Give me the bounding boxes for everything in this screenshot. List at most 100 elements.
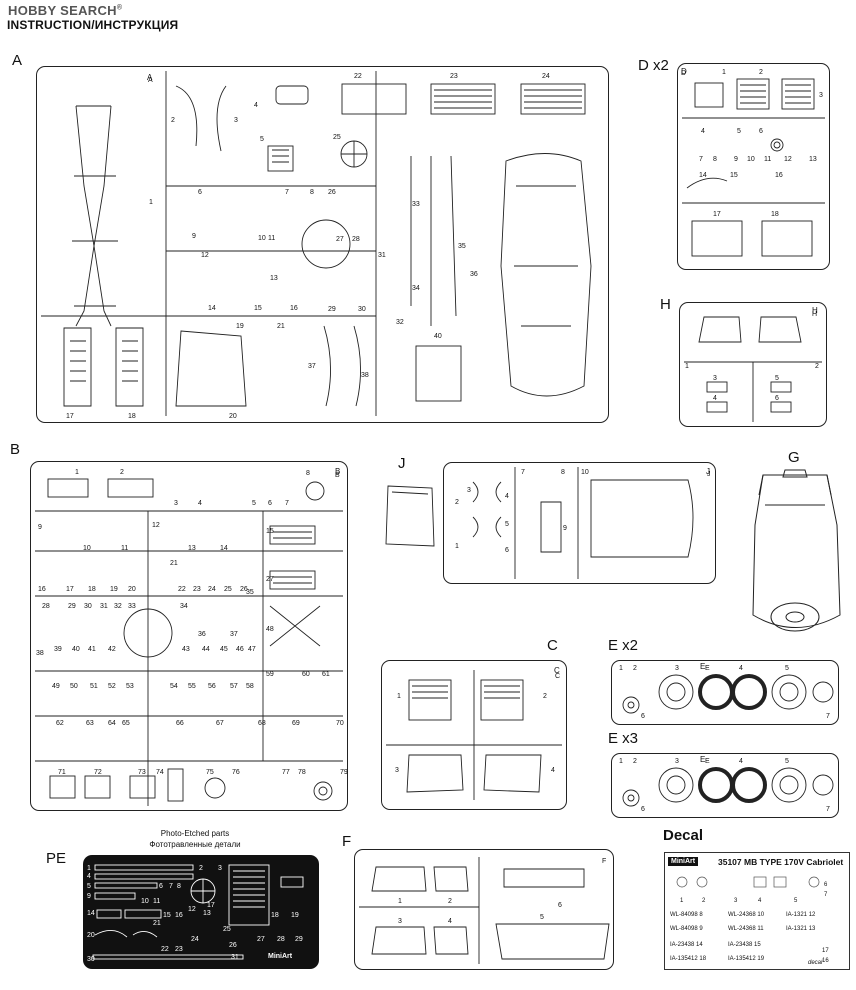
svg-text:73: 73 <box>138 769 146 776</box>
svg-text:23: 23 <box>450 73 458 80</box>
svg-text:21: 21 <box>170 560 178 567</box>
svg-text:1: 1 <box>397 693 401 700</box>
svg-text:19: 19 <box>110 586 118 593</box>
sprue-e2-frame <box>611 660 839 725</box>
decal-plate-9: WL-84098 9 <box>670 926 703 932</box>
svg-text:3: 3 <box>819 92 823 99</box>
svg-text:9: 9 <box>38 524 42 531</box>
svg-text:10: 10 <box>83 545 91 552</box>
svg-text:31: 31 <box>378 252 386 259</box>
svg-text:24: 24 <box>191 936 199 943</box>
svg-text:31: 31 <box>231 954 239 961</box>
svg-text:8: 8 <box>177 883 181 890</box>
svg-text:H: H <box>812 311 817 318</box>
svg-text:46: 46 <box>236 646 244 653</box>
svg-text:17: 17 <box>66 586 74 593</box>
svg-text:9: 9 <box>563 525 567 532</box>
svg-text:52: 52 <box>108 683 116 690</box>
svg-text:B: B <box>335 472 340 479</box>
sprue-label-e2: E x2 <box>608 637 639 654</box>
decal-plate-18: IA-135412 18 <box>670 956 707 962</box>
svg-text:54: 54 <box>170 683 178 690</box>
svg-text:21: 21 <box>277 323 285 330</box>
sprue-a-frame <box>36 66 609 423</box>
svg-text:13: 13 <box>188 545 196 552</box>
svg-text:12: 12 <box>188 906 196 913</box>
svg-text:10: 10 <box>141 898 149 905</box>
svg-text:4: 4 <box>254 102 258 109</box>
svg-text:1: 1 <box>149 199 153 206</box>
svg-text:8: 8 <box>310 189 314 196</box>
svg-text:5: 5 <box>252 500 256 507</box>
svg-text:3: 3 <box>218 865 222 872</box>
sprue-label-j: J <box>398 455 406 472</box>
svg-text:47: 47 <box>248 646 256 653</box>
svg-text:6: 6 <box>641 713 645 720</box>
svg-text:17: 17 <box>822 948 829 954</box>
svg-text:9: 9 <box>87 893 91 900</box>
svg-text:14: 14 <box>220 545 228 552</box>
svg-text:36: 36 <box>470 271 478 278</box>
svg-text:3: 3 <box>234 117 238 124</box>
decal-title: 35107 MB TYPE 170V Cabriolet <box>718 857 844 867</box>
svg-text:5: 5 <box>775 375 779 382</box>
svg-text:64: 64 <box>108 720 116 727</box>
svg-text:2: 2 <box>633 758 637 765</box>
decal-plate-14: IA-23438 14 <box>670 942 703 948</box>
svg-text:7: 7 <box>826 806 830 813</box>
svg-text:59: 59 <box>266 671 274 678</box>
svg-text:6: 6 <box>641 806 645 813</box>
svg-text:6: 6 <box>775 395 779 402</box>
svg-text:2: 2 <box>448 898 452 905</box>
svg-text:14: 14 <box>87 910 95 917</box>
svg-text:79: 79 <box>340 769 348 776</box>
svg-text:35: 35 <box>458 243 466 250</box>
svg-text:16: 16 <box>290 305 298 312</box>
svg-text:4: 4 <box>505 493 509 500</box>
svg-text:28: 28 <box>277 936 285 943</box>
svg-text:16: 16 <box>822 958 829 964</box>
svg-text:9: 9 <box>734 156 738 163</box>
svg-text:18: 18 <box>771 211 779 218</box>
svg-text:36: 36 <box>198 631 206 638</box>
svg-text:68: 68 <box>258 720 266 727</box>
svg-text:2: 2 <box>702 898 706 904</box>
pe-label: PE <box>46 850 67 867</box>
svg-text:6: 6 <box>558 902 562 909</box>
svg-text:22: 22 <box>178 586 186 593</box>
svg-text:14: 14 <box>208 305 216 312</box>
svg-text:6: 6 <box>198 189 202 196</box>
svg-text:18: 18 <box>88 586 96 593</box>
svg-text:1: 1 <box>398 898 402 905</box>
svg-text:34: 34 <box>180 603 188 610</box>
decal-label: Decal <box>663 827 704 844</box>
svg-text:32: 32 <box>114 603 122 610</box>
svg-text:26: 26 <box>229 942 237 949</box>
sprue-label-f: F <box>342 833 352 850</box>
svg-text:5: 5 <box>785 758 789 765</box>
svg-text:40: 40 <box>434 333 442 340</box>
svg-text:45: 45 <box>220 646 228 653</box>
svg-text:C: C <box>555 673 560 680</box>
svg-text:6: 6 <box>159 883 163 890</box>
sprue-h-corner-letter: H <box>812 306 818 315</box>
svg-text:11: 11 <box>268 235 275 242</box>
svg-text:57: 57 <box>230 683 238 690</box>
svg-text:11: 11 <box>121 545 128 552</box>
svg-text:16: 16 <box>775 172 783 179</box>
svg-text:55: 55 <box>188 683 196 690</box>
svg-text:10: 10 <box>747 156 755 163</box>
sprue-a-corner-letter: A <box>147 73 153 82</box>
svg-text:E: E <box>705 665 710 672</box>
svg-text:2: 2 <box>455 499 459 506</box>
svg-text:27: 27 <box>266 576 274 583</box>
svg-text:8: 8 <box>713 156 717 163</box>
svg-text:5: 5 <box>260 136 264 143</box>
svg-text:63: 63 <box>86 720 94 727</box>
svg-text:24: 24 <box>542 73 550 80</box>
decal-footer: decal <box>808 960 823 966</box>
